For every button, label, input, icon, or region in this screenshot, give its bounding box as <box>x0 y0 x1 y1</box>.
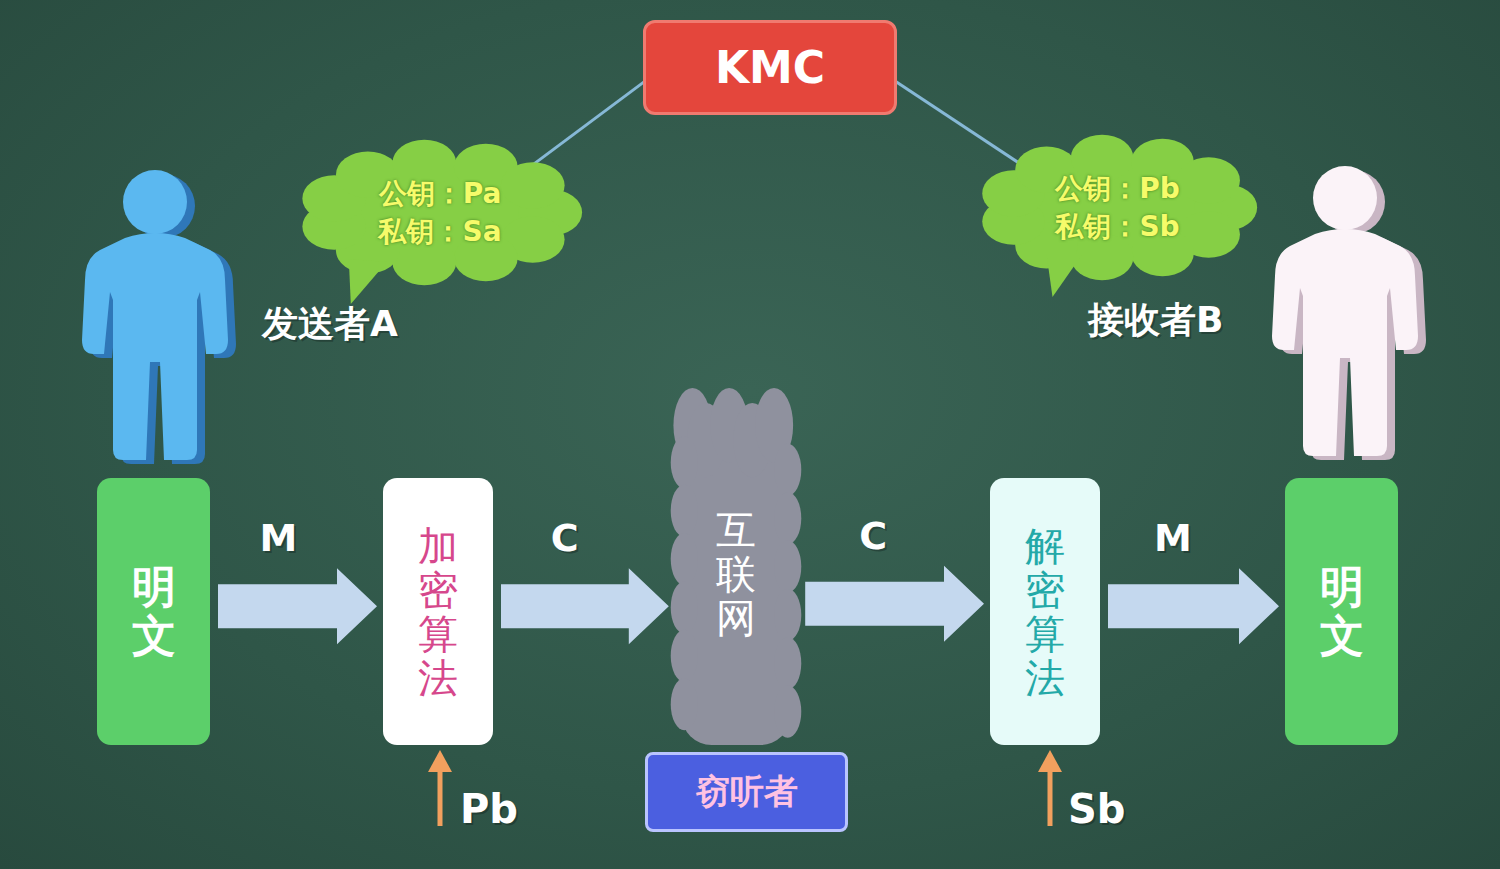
cloud-outline <box>975 130 1260 285</box>
node-text: 加密算法 <box>418 524 458 700</box>
node-text: 明文 <box>1320 563 1364 660</box>
node-text: 明文 <box>132 563 176 660</box>
node-text: 窃听者 <box>696 769 798 815</box>
key-cloud: 公钥：Pa私钥：Sa <box>295 135 585 290</box>
flow-arrow <box>805 566 984 642</box>
plaintext-box: 明文 <box>1285 478 1398 745</box>
receiver-figure <box>1272 166 1426 460</box>
flow-arrow <box>501 568 669 644</box>
edge-label: C <box>551 516 579 560</box>
node-text: KMC <box>715 42 825 93</box>
key-arrow <box>1038 750 1062 826</box>
flow-arrow <box>218 568 377 644</box>
kmc-box: KMC <box>643 20 897 115</box>
key-label: Sb <box>1068 786 1125 832</box>
sender-figure <box>82 170 236 464</box>
link-line <box>527 79 648 169</box>
algorithm-box: 加密算法 <box>383 478 493 745</box>
cloud-outline <box>295 135 585 290</box>
node-text: 私钥：Sb <box>1055 208 1179 246</box>
node-text: 公钥：Pa <box>379 175 502 213</box>
role-label: 接收者B <box>1088 296 1223 345</box>
role-label: 发送者A <box>262 300 398 349</box>
edge-label: M <box>1154 516 1192 560</box>
edge-label: M <box>260 516 298 560</box>
edge-label: C <box>859 514 887 558</box>
key-label: Pb <box>460 786 518 832</box>
plaintext-box: 明文 <box>97 478 210 745</box>
key-cloud: 公钥：Pb私钥：Sb <box>975 130 1260 285</box>
algorithm-box: 解密算法 <box>990 478 1100 745</box>
node-text: 互联网 <box>716 508 756 640</box>
key-arrow <box>428 750 452 826</box>
eavesdropper-box: 窃听者 <box>645 752 848 832</box>
link-line <box>892 79 1021 164</box>
flow-arrow <box>1108 568 1279 644</box>
node-text: 私钥：Sa <box>378 213 501 251</box>
internet-cloud: 互联网 <box>668 388 804 760</box>
node-text: 解密算法 <box>1025 524 1065 700</box>
node-text: 公钥：Pb <box>1055 170 1180 208</box>
